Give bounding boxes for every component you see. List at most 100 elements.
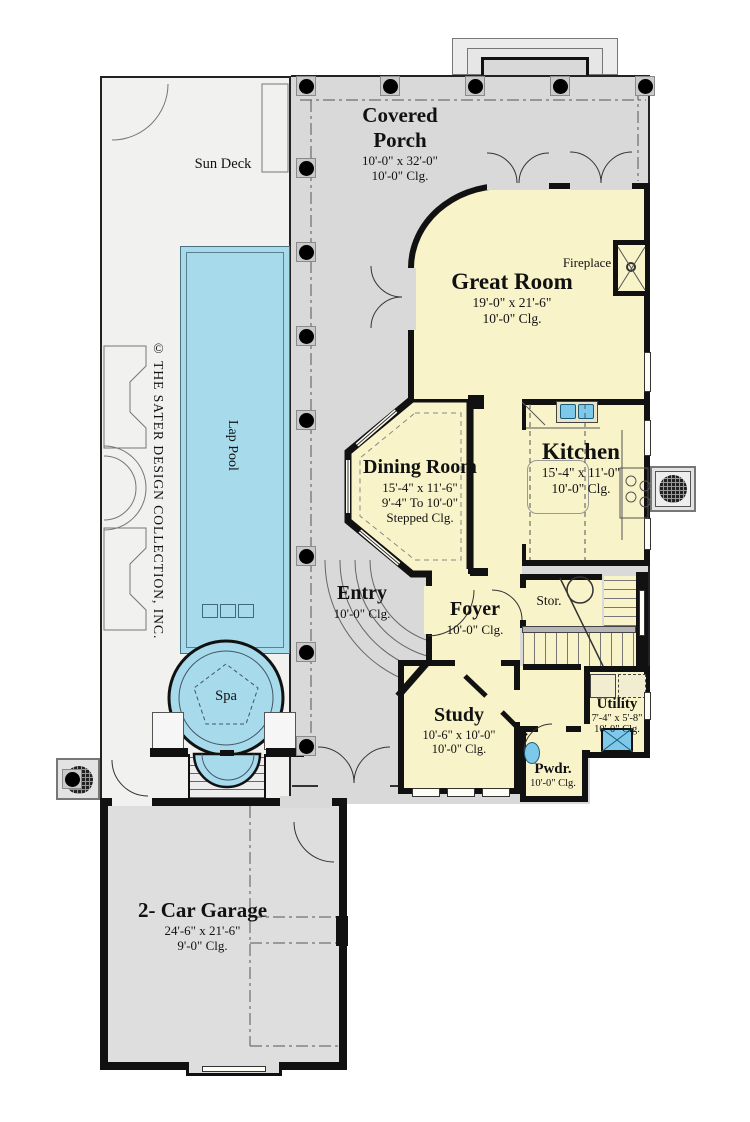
room-name: Utility xyxy=(596,696,638,712)
column xyxy=(298,412,314,428)
lap-pool-water xyxy=(180,246,290,654)
door-opening xyxy=(517,430,527,544)
label-powder: Pwdr. 10'-0" Clg. xyxy=(518,761,588,789)
room-dims: 19'-0" x 21'-6" xyxy=(472,295,552,311)
room-dims: 15'-4" x 11'-0" xyxy=(541,465,621,481)
door-opening xyxy=(512,690,522,722)
room-name: Foyer xyxy=(450,598,500,620)
label-covered-porch: Covered Porch 10'-0" x 32'-0" 10'-0" Clg… xyxy=(340,103,460,183)
label-dining-room: Dining Room 15'-4" x 11'-6" 9'-4" To 10'… xyxy=(348,456,492,526)
room-name: Spa xyxy=(215,688,237,704)
room-ceiling: 9'-0" Clg. xyxy=(177,938,228,954)
room-dims: 7'-4" x 5'-8" xyxy=(591,712,643,724)
kitchen-sink-basin xyxy=(578,404,594,419)
spa-side-box xyxy=(152,712,184,750)
window xyxy=(482,788,510,797)
room-name: Kitchen xyxy=(542,439,620,464)
ac-fan-icon xyxy=(659,475,687,503)
door-opening xyxy=(404,268,416,330)
label-sun-deck: Sun Deck xyxy=(168,156,278,173)
column xyxy=(467,78,483,94)
label-study: Study 10'-6" x 10'-0" 10'-0" Clg. xyxy=(400,704,518,757)
door-opening xyxy=(581,724,591,750)
room-ceiling: 10'-0" Clg. xyxy=(551,481,611,497)
room-ceiling: 9'-4" To 10'-0" xyxy=(381,494,459,510)
column xyxy=(64,771,80,787)
window xyxy=(644,352,651,392)
label-garage: 2- Car Garage 24'-6" x 21'-6" 9'-0" Clg. xyxy=(105,898,300,953)
window xyxy=(644,518,651,550)
kitchen-passage xyxy=(474,399,522,576)
fireplace-circle xyxy=(626,262,636,272)
column xyxy=(298,244,314,260)
window xyxy=(447,788,475,797)
column xyxy=(298,160,314,176)
label-lap-pool: Lap Pool xyxy=(225,419,240,471)
garage-window xyxy=(202,1066,266,1072)
room-ceiling: Stepped Clg. xyxy=(386,510,454,526)
room-ceiling: 10'-0" Clg. xyxy=(482,311,542,327)
room-name: Great Room xyxy=(451,269,573,294)
label-great-room: Great Room 19'-0" x 21'-6" 10'-0" Clg. xyxy=(432,268,592,327)
room-dims: 24'-6" x 21'-6" xyxy=(164,922,241,938)
wall-post xyxy=(470,568,488,576)
room-ceiling: 10'-0" Clg. xyxy=(594,724,640,736)
room-dims: 10'-6" x 10'-0" xyxy=(422,727,496,742)
label-fireplace: Fireplace xyxy=(548,255,626,270)
outside-cover xyxy=(590,758,652,804)
door-opening xyxy=(455,657,501,667)
label-kitchen: Kitchen 15'-4" x 11'-0" 10'-0" Clg. xyxy=(511,438,651,497)
room-ceiling: 10'-0" Clg. xyxy=(530,777,576,789)
room-name: Study xyxy=(433,704,485,726)
room-dims: 15'-4" x 11'-6" xyxy=(382,479,458,495)
column xyxy=(298,644,314,660)
porch-steps-inner xyxy=(481,57,589,75)
kitchen-sink-basin xyxy=(560,404,576,419)
door-opening xyxy=(112,794,152,806)
garage-door-pier xyxy=(336,916,348,946)
window xyxy=(639,590,645,636)
pool-step xyxy=(238,604,254,618)
stair-landing-bar xyxy=(522,626,636,633)
label-storage: Stor. xyxy=(520,593,578,609)
room-name: Entry xyxy=(337,582,387,604)
washer xyxy=(590,674,616,698)
label-spa: Spa xyxy=(200,688,252,705)
room-name: Dining Room xyxy=(363,456,477,478)
column xyxy=(298,78,314,94)
pool-step xyxy=(220,604,236,618)
spa-wall xyxy=(150,748,188,757)
spa-side-box xyxy=(264,712,296,750)
door-opening xyxy=(280,796,332,808)
column xyxy=(552,78,568,94)
label-utility: Utility 7'-4" x 5'-8" 10'-0" Clg. xyxy=(579,696,655,736)
window xyxy=(644,692,651,720)
room-name: Pwdr. xyxy=(534,761,572,777)
spa-wall xyxy=(266,748,304,757)
stair-bottom-wall xyxy=(523,664,581,670)
column xyxy=(298,738,314,754)
staircase-upper xyxy=(604,576,636,626)
rear-hall xyxy=(520,666,586,728)
label-entry: Entry 10'-0" Clg. xyxy=(310,582,414,621)
room-name: Fireplace xyxy=(562,255,612,270)
room-name: Sun Deck xyxy=(194,156,252,172)
door-opening xyxy=(518,588,528,620)
column xyxy=(382,78,398,94)
door-opening xyxy=(570,181,632,190)
door-opening xyxy=(432,569,468,578)
column xyxy=(298,548,314,564)
room-dims: 10'-0" x 32'-0" xyxy=(362,152,438,168)
spa-steps xyxy=(188,754,266,798)
pool-step xyxy=(202,604,218,618)
window xyxy=(644,420,651,456)
label-foyer: Foyer 10'-0" Clg. xyxy=(430,598,520,637)
copyright-text: © THE SATER DESIGN COLLECTION, INC. xyxy=(151,340,166,640)
wall-post xyxy=(468,395,484,409)
window xyxy=(412,788,440,797)
door-opening xyxy=(487,181,549,190)
breakfast-table xyxy=(527,460,589,514)
room-name: 2- Car Garage xyxy=(137,898,268,922)
room-ceiling: 10'-0" Clg. xyxy=(371,167,429,183)
